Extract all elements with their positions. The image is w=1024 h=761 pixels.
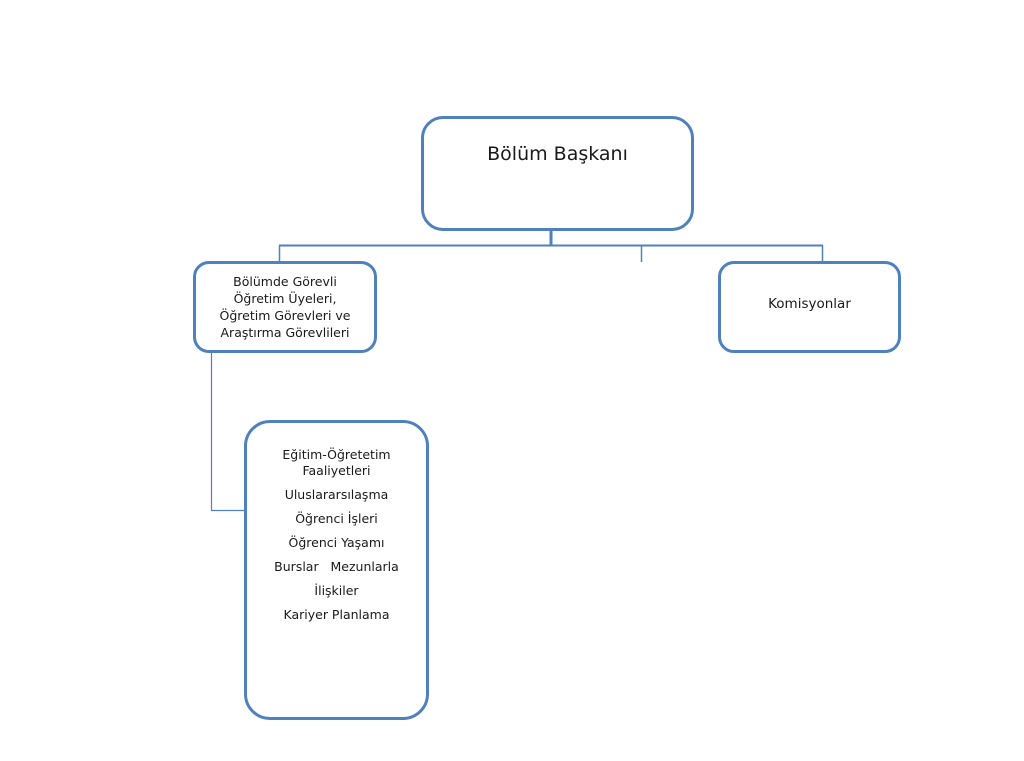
activity-item: Öğrenci Yaşamı: [288, 535, 385, 550]
activity-item: Faaliyetleri: [302, 463, 371, 478]
node-department-staff[interactable]: Bölümde Görevli Öğretim Üyeleri, Öğretim…: [193, 261, 377, 353]
activity-item: İlişkiler: [314, 583, 359, 598]
node-department-staff-label: Bölümde Görevli Öğretim Üyeleri, Öğretim…: [196, 273, 374, 341]
staff-line: Araştırma Görevlileri: [220, 325, 350, 340]
activity-item: Eğitim-Öğretetim: [282, 447, 391, 462]
staff-line: Öğretim Üyeleri,: [233, 291, 337, 306]
connector-staff-to-activities: [210, 352, 245, 512]
activities-list: Eğitim-Öğretetim Faaliyetleri Uluslarars…: [247, 447, 426, 623]
activity-item: Uluslararsılaşma: [284, 487, 389, 502]
node-committees[interactable]: Komisyonlar: [718, 261, 901, 353]
activity-item: Burslar Mezunlarla: [274, 559, 399, 574]
staff-line: Bölümde Görevli: [233, 274, 337, 289]
node-committees-label: Komisyonlar: [768, 296, 851, 312]
activity-item: Kariyer Planlama: [283, 607, 390, 622]
node-department-head-label: Bölüm Başkanı: [487, 143, 628, 165]
node-activities[interactable]: Eğitim-Öğretetim Faaliyetleri Uluslarars…: [244, 420, 429, 720]
node-department-head[interactable]: Bölüm Başkanı: [421, 116, 694, 231]
activity-item: Öğrenci İşleri: [295, 511, 378, 526]
staff-line: Öğretim Görevleri ve: [219, 308, 351, 323]
